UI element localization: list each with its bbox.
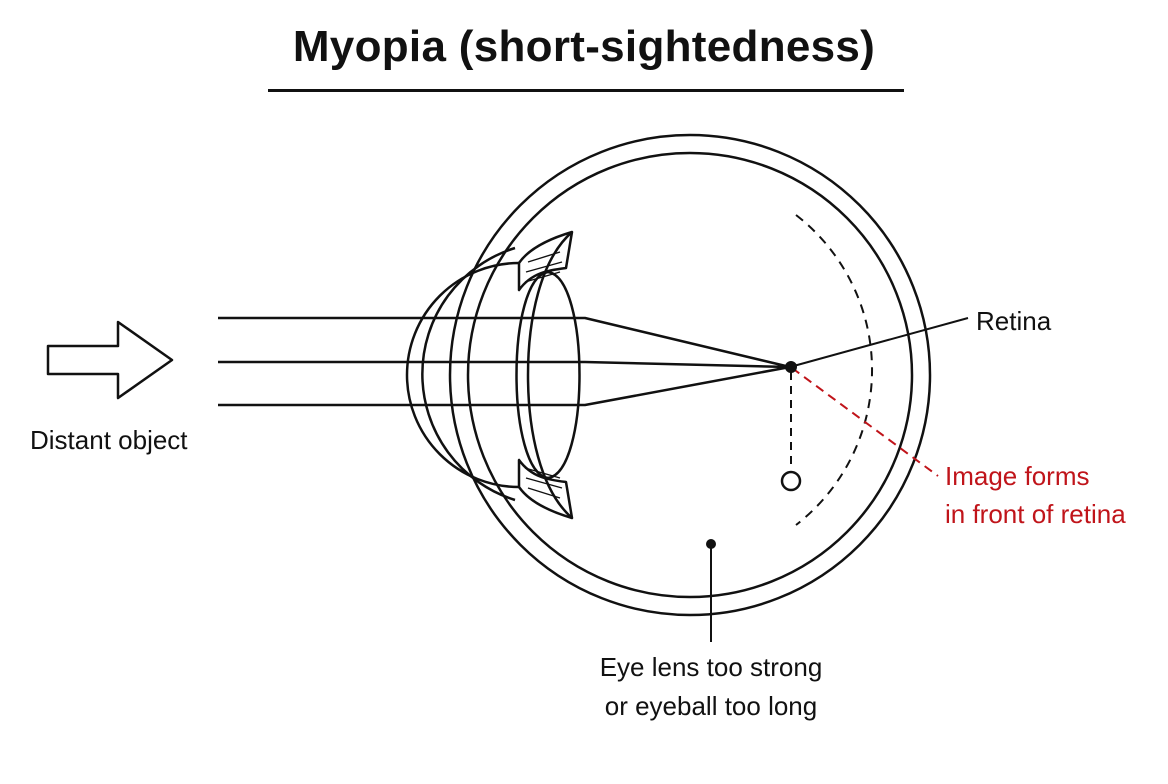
cause-label-line1: Eye lens too strong — [599, 652, 823, 682]
retina-label: Retina — [976, 306, 1052, 336]
cornea-inner — [405, 261, 520, 489]
crystalline-lens — [515, 270, 581, 480]
diagram-title: Myopia (short-sightedness) — [292, 22, 876, 71]
cause-marker-dot — [706, 539, 716, 549]
eyeball-inner-wall — [466, 151, 914, 599]
retina-leader-line — [789, 317, 969, 368]
retina-dashed-line — [795, 214, 873, 526]
focal-point — [785, 361, 797, 373]
light-ray-bottom — [218, 365, 791, 407]
title-underline — [268, 89, 904, 92]
image-forms-label-line1: Image forms — [945, 461, 1090, 491]
distant-object-arrow-icon — [46, 320, 174, 400]
light-ray-middle — [218, 360, 791, 369]
light-rays — [218, 316, 791, 407]
distant-object-label: Distant object — [30, 425, 188, 455]
eyeball-outer-wall — [448, 133, 932, 617]
image-forms-label-line2: in front of retina — [945, 499, 1126, 529]
light-ray-top — [218, 316, 791, 369]
vitreous-edge — [526, 231, 573, 519]
retina-image-marker — [780, 470, 802, 492]
image-forms-pointer-line — [791, 367, 939, 477]
cause-label-line2: or eyeball too long — [604, 691, 818, 721]
